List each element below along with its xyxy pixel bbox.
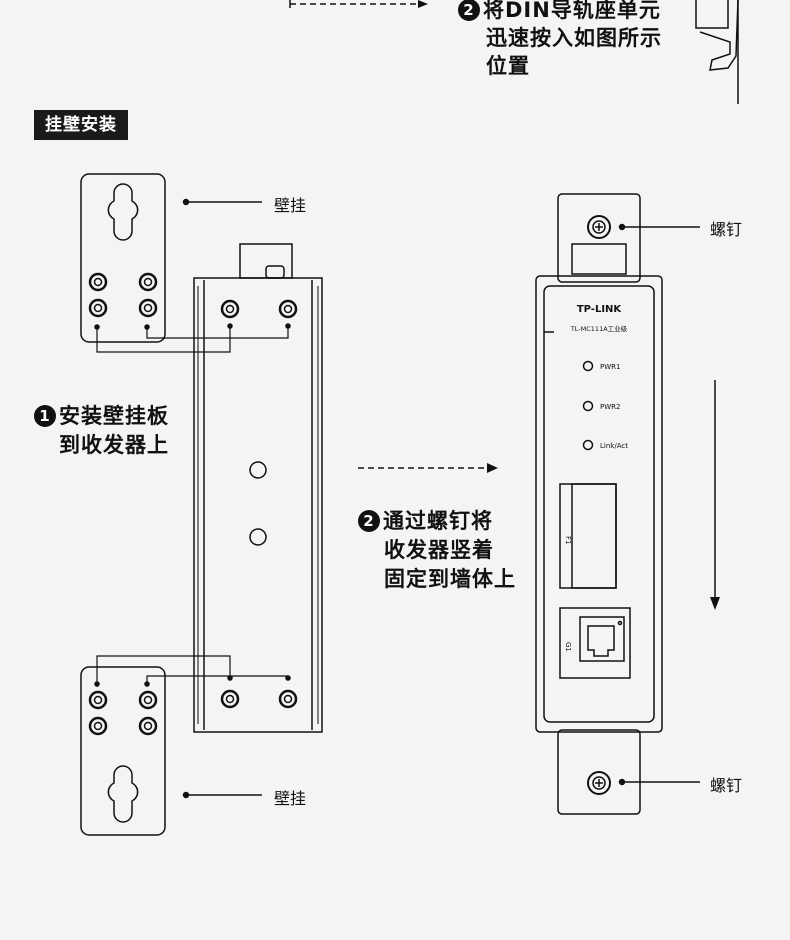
screw-bottom-icon — [587, 771, 611, 795]
top-dashed-arrow — [289, 0, 428, 8]
connection-lines-bottom — [96, 655, 289, 684]
middle-dashed-arrow — [358, 463, 498, 473]
leader-screw-top — [618, 223, 700, 231]
vertical-arrow — [710, 380, 720, 610]
leader-screw-bottom — [618, 778, 700, 786]
led-label-link: Link/Act — [600, 442, 628, 450]
step2-line3: 固定到墙体上 — [384, 567, 516, 591]
mounted-transceiver — [535, 193, 663, 815]
step-badge: 2 — [358, 510, 380, 532]
step2-line2: 收发器竖着 — [384, 538, 494, 562]
leader-wall-bottom — [182, 791, 262, 799]
din-rail-fragment — [695, 0, 739, 104]
section-title: 挂壁安装 — [34, 110, 128, 140]
transceiver-back — [193, 243, 323, 733]
label-wall-mount-bottom: 壁挂 — [274, 789, 307, 808]
step-badge: 2 — [458, 0, 480, 21]
port-label-g1: G1 — [564, 642, 572, 652]
wall-plate-top — [80, 173, 166, 343]
device-brand: TP-LINK — [577, 304, 623, 315]
label-wall-mount-top: 壁挂 — [274, 196, 307, 215]
label-screw-bottom: 螺钉 — [710, 776, 743, 795]
top-step-line2: 迅速按入如图所示 — [486, 26, 662, 50]
label-screw-top: 螺钉 — [710, 220, 743, 239]
step1-line2: 到收发器上 — [59, 433, 169, 457]
top-step-line3: 位置 — [486, 54, 530, 78]
device-model: TL-MC111A工业级 — [570, 324, 628, 333]
led-label-pwr2: PWR2 — [600, 403, 620, 411]
connection-lines-top — [96, 326, 289, 353]
port-label-f1: F1 — [564, 536, 572, 544]
leader-wall-top — [182, 198, 262, 206]
step-badge: 1 — [34, 405, 56, 427]
screw-top-icon — [587, 215, 611, 239]
wall-plate-bottom — [80, 666, 166, 836]
led-label-pwr1: PWR1 — [600, 363, 620, 371]
